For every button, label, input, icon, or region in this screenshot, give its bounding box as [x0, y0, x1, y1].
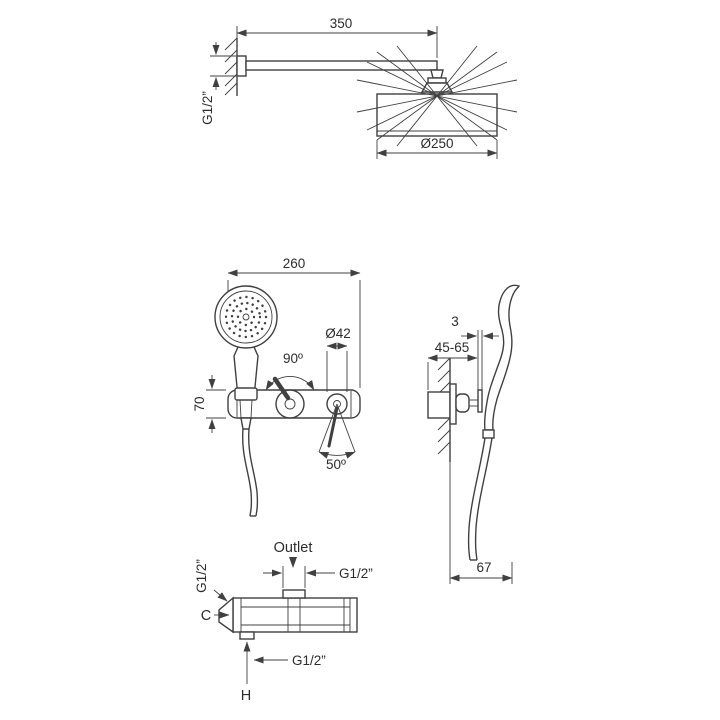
- label-thread-left: G1/2”: [194, 559, 209, 593]
- shower-spray-starburst: [356, 45, 518, 147]
- bottom-thread-label-group: G1/2”: [253, 653, 326, 668]
- label-outlet: Outlet: [274, 540, 313, 556]
- front-view-mixer: 260: [192, 256, 361, 517]
- dim-bottom-offset-group: 67: [449, 560, 513, 584]
- label-thread-bottom: G1/2”: [292, 653, 326, 668]
- dim-bar-width: 260: [283, 256, 306, 271]
- hot-inlet-label-group: H: [241, 641, 251, 704]
- trim-plate: [449, 383, 457, 425]
- outlet-label-group: Outlet: [274, 540, 313, 588]
- dim-bar-width-group: 260: [227, 256, 361, 388]
- top-thread-label-group: G1/2”: [263, 566, 373, 581]
- label-thread-top: G1/2”: [339, 566, 373, 581]
- arm-connector: [430, 69, 444, 79]
- overhead-shower-plate: [376, 93, 498, 137]
- label-cold: C: [201, 608, 211, 624]
- label-hot: H: [241, 688, 251, 704]
- dim-bar-height: 70: [192, 396, 207, 411]
- outlet-arrow-icon: [289, 557, 297, 568]
- hose-ferrule: [482, 429, 495, 439]
- dim-bracket-thickness: 3: [451, 314, 459, 329]
- dim-install-depth-group: 45-65: [427, 340, 478, 390]
- outlet-port-boss: [282, 589, 306, 599]
- connector-nut: [427, 77, 447, 84]
- dim-arm-length: 350: [330, 16, 353, 31]
- shower-hose-front: [240, 417, 259, 517]
- dim-install-depth: 45-65: [435, 340, 470, 355]
- dim-lever-angle: 90º: [283, 351, 303, 366]
- dim-bracket-thickness-group: 3: [451, 314, 499, 390]
- label-wall-thread-group: G1/2”: [200, 42, 236, 125]
- dim-knob-diameter: Ø42: [325, 326, 351, 341]
- hand-shower-side-profile: [483, 284, 520, 431]
- valve-body-section: Outlet G1/2” G1/2” C G1/2” H: [194, 540, 373, 704]
- left-thread-label-group: G1/2”: [194, 559, 228, 602]
- wall-flange: [236, 55, 247, 77]
- hand-shower-head-front: [214, 285, 278, 419]
- dim-bar-height-group: 70: [192, 375, 226, 433]
- dim-head-diameter: Ø250: [420, 136, 453, 151]
- connector-cone: [420, 82, 454, 93]
- side-view: 3 45-65 67: [427, 284, 520, 584]
- top-view-shower-arm: 350 G1/2” Ø250: [200, 16, 518, 159]
- mixer-control: 90º: [265, 351, 315, 419]
- dim-bottom-offset: 67: [476, 560, 491, 575]
- dim-knob-diameter-group: Ø42: [325, 326, 351, 392]
- diverter-knob: 50º: [318, 393, 356, 472]
- valve-body: [232, 597, 358, 633]
- hand-shower-holder: [234, 387, 258, 401]
- label-arm-thread: G1/2”: [200, 91, 215, 125]
- hot-inlet-boss: [239, 631, 255, 640]
- side-knob: [455, 393, 470, 413]
- shower-arm: [245, 60, 438, 71]
- shower-hose-side: [467, 437, 493, 561]
- diverter-lever: [327, 406, 339, 448]
- holder-bracket: [477, 389, 483, 413]
- dim-diverter-angle: 50º: [326, 457, 346, 472]
- wall-hatching-top: [224, 37, 238, 96]
- in-wall-valve-body: [427, 391, 451, 419]
- dim-head-diameter-group: Ø250: [376, 136, 498, 159]
- cold-inlet-label-group: C: [201, 608, 230, 624]
- dim-arm-length-group: 350: [236, 16, 438, 58]
